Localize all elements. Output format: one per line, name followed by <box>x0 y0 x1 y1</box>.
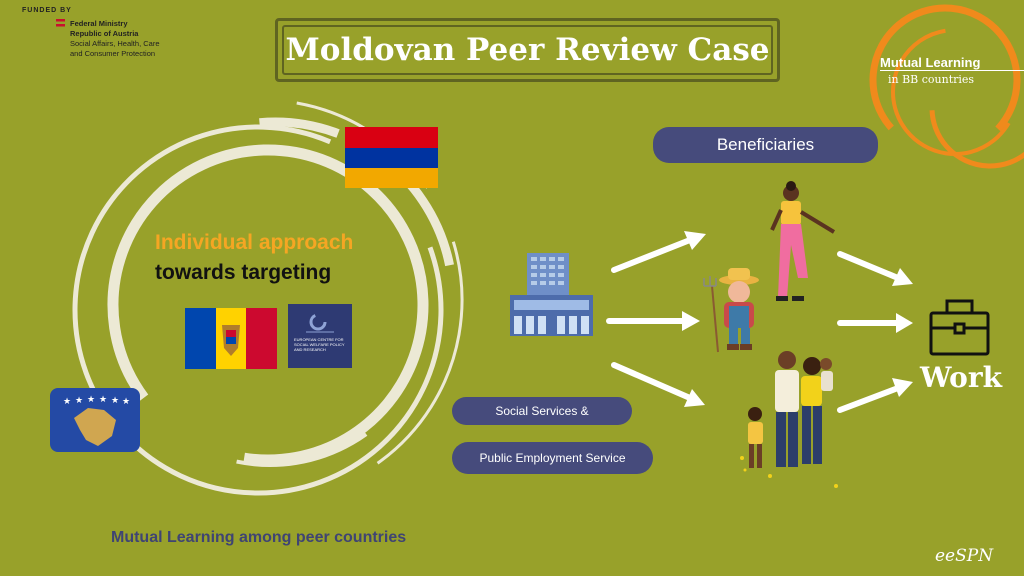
ecsw-logo-text: EUROPEAN CENTRE FOR SOCIAL WELFARE POLIC… <box>294 337 345 352</box>
armenia-flag <box>345 127 438 188</box>
austria-flag-mark <box>56 19 65 27</box>
page-title: Moldovan Peer Review Case <box>285 32 770 68</box>
ministry-line2: Republic of Austria <box>70 29 139 38</box>
briefcase-icon <box>929 299 990 356</box>
svg-text:★: ★ <box>75 395 83 405</box>
family-figure <box>740 351 838 488</box>
funded-by-label: FUNDED BY <box>22 7 72 14</box>
public-employment-service-label: Public Employment Service <box>452 442 653 474</box>
beneficiaries-label: Beneficiaries <box>653 127 878 163</box>
european-centre-logo: EUROPEAN CENTRE FOR SOCIAL WELFARE POLIC… <box>288 304 352 368</box>
ministry-line1: Federal Ministry <box>70 19 128 28</box>
footer-text: Mutual Learning among peer countries <box>111 529 407 546</box>
title-inner-frame: Moldovan Peer Review Case <box>282 25 773 75</box>
building-icon <box>510 253 593 336</box>
svg-text:★: ★ <box>99 394 107 404</box>
social-services-label: Social Services & <box>452 397 632 425</box>
towards-targeting-text: towards targeting <box>155 261 332 284</box>
svg-text:★: ★ <box>111 395 119 405</box>
svg-text:★: ★ <box>87 394 95 404</box>
individual-approach-text: Individual approach <box>155 231 354 254</box>
kosovo-flag: ★★★ ★★★ <box>50 388 140 452</box>
mutual-learning-logo-text: Mutual Learning <box>880 55 981 70</box>
flow-arrows <box>606 231 913 413</box>
espn-logo: eeSPN <box>935 546 994 566</box>
title-frame: Moldovan Peer Review Case <box>275 18 780 82</box>
woman-figure <box>770 181 836 301</box>
ministry-line4: and Consumer Protection <box>70 49 156 58</box>
logo-divider <box>880 70 1024 71</box>
ministry-text: Federal Ministry Republic of Austria Soc… <box>70 19 160 59</box>
mutual-learning-logo-subtext: in BB countries <box>888 73 975 86</box>
svg-text:★: ★ <box>122 396 130 406</box>
svg-text:★: ★ <box>63 396 71 406</box>
farmer-figure <box>703 268 759 353</box>
ecsw-logo-mark <box>306 313 334 333</box>
work-label: Work <box>920 361 1002 394</box>
rings-graphic <box>60 98 464 502</box>
moldova-flag <box>185 308 277 369</box>
ministry-line3: Social Affairs, Health, Care <box>70 39 160 48</box>
